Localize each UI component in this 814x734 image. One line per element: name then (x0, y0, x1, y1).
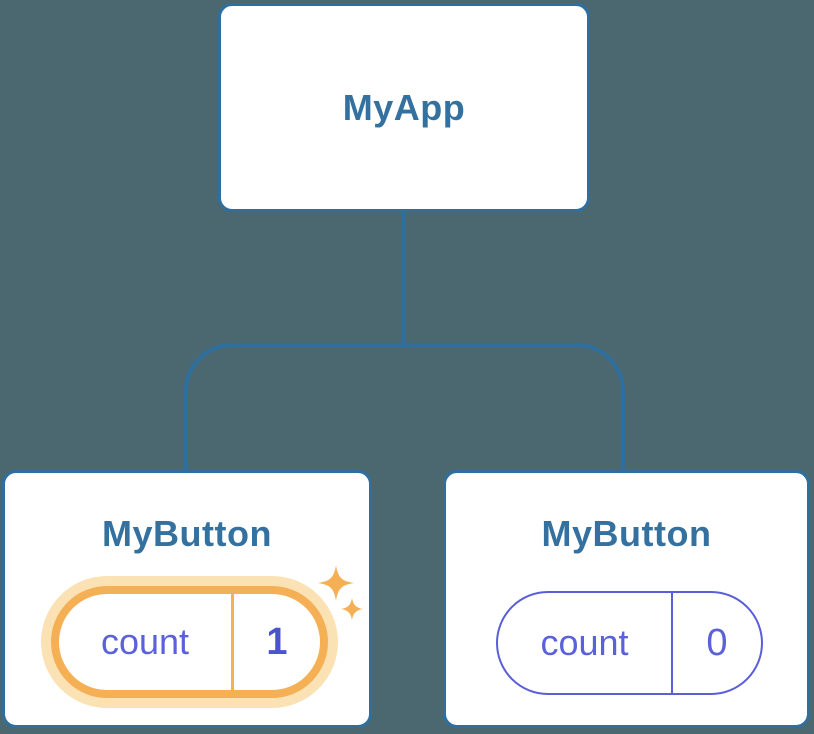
state-value-cell: 0 (673, 593, 761, 693)
node-title-myapp: MyApp (342, 86, 466, 128)
state-key-label: count (100, 621, 190, 662)
state-value-cell: 1 (234, 594, 320, 690)
connector-branch (184, 343, 625, 471)
sparkles-icon (318, 565, 363, 620)
state-pill-highlighted: count 1 (51, 586, 328, 698)
tree-node-mybutton-2: MyButton count 0 (443, 470, 810, 728)
state-value: 0 (706, 621, 728, 664)
tree-node-mybutton-1: MyButton count 1 (2, 470, 372, 728)
state-key-cell: count (59, 594, 234, 690)
state-pill: count 0 (496, 591, 763, 695)
state-key-label: count (540, 622, 629, 663)
state-key-cell: count (498, 593, 673, 693)
state-value: 1 (266, 620, 288, 663)
tree-node-myapp: MyApp (218, 3, 590, 212)
node-title-mybutton-1: MyButton (102, 513, 272, 554)
connector-stem (402, 210, 406, 345)
node-title-mybutton-2: MyButton (541, 513, 712, 554)
